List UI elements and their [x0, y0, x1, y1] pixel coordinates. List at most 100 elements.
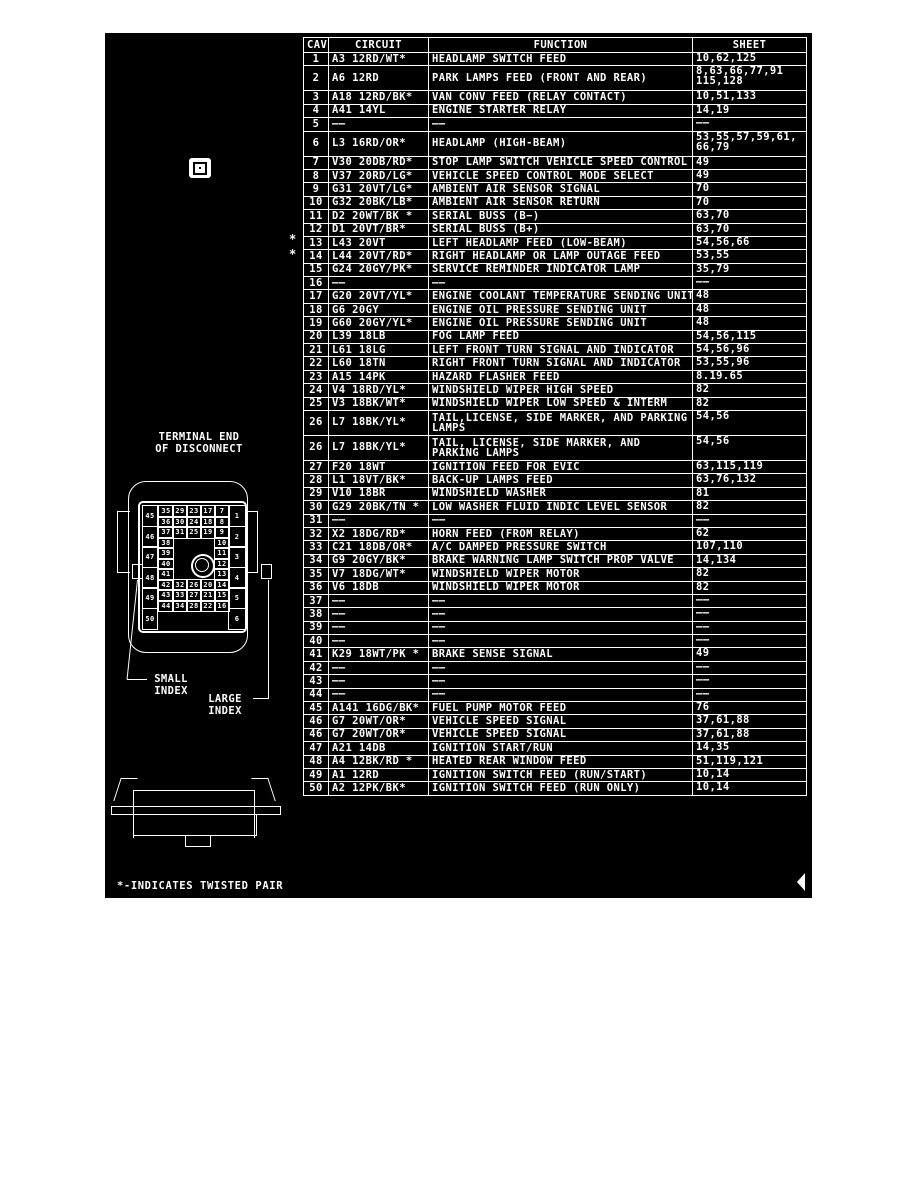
cell-cav: 44 — [303, 687, 329, 703]
cell-circuit: L3 16RD/OR* — [328, 130, 429, 157]
connector-pin: 7 — [214, 505, 230, 518]
cell-function: SERIAL BUSS (B−) — [428, 209, 693, 224]
cell-function: ENGINE COOLANT TEMPERATURE SENDING UNIT — [428, 289, 693, 304]
cell-cav: 11 — [303, 209, 329, 224]
diagram-title-line2: OF DISCONNECT — [155, 443, 243, 455]
cell-function: —— — [428, 687, 693, 703]
header-sheet: SHEET — [692, 37, 807, 53]
connector-pin: 50 — [142, 607, 158, 630]
connector-pin: 49 — [142, 587, 158, 609]
cell-sheet: 49 — [692, 647, 807, 662]
cell-sheet: —— — [692, 634, 807, 649]
cell-circuit: X2 18DG/RD* — [328, 526, 429, 542]
cell-circuit: L61 18LG — [328, 343, 429, 358]
large-index-line1: LARGE — [208, 693, 242, 705]
cell-circuit: L39 18LB — [328, 329, 429, 345]
large-index-line2: INDEX — [208, 705, 242, 717]
small-index-line1: SMALL — [154, 673, 188, 685]
connector-face — [138, 501, 247, 633]
connector-pin: 14 — [214, 578, 230, 591]
cell-sheet: —— — [692, 117, 807, 132]
large-index-key — [261, 564, 272, 579]
cell-sheet: 82 — [692, 580, 807, 595]
cell-cav: 48 — [303, 754, 329, 769]
cell-cav: 18 — [303, 302, 329, 318]
cell-circuit: —— — [328, 117, 429, 132]
cell-circuit: —— — [328, 607, 429, 622]
cell-sheet: 53,55,57,59,61, 66,79 — [692, 130, 807, 157]
connector-pin: 22 — [200, 599, 216, 612]
cell-circuit: D2 20WT/BK * — [328, 209, 429, 224]
cell-circuit: —— — [328, 620, 429, 636]
cell-cav: 25 — [303, 396, 329, 411]
table-row: 42—————— — [303, 660, 807, 676]
cell-circuit: A15 14PK — [328, 369, 429, 385]
cell-sheet: 82 — [692, 567, 807, 582]
cell-sheet: 70 — [692, 182, 807, 197]
cell-sheet: 48 — [692, 302, 807, 318]
cell-sheet: 82 — [692, 500, 807, 515]
cell-sheet: 14,19 — [692, 103, 807, 119]
cell-sheet: —— — [692, 276, 807, 291]
cell-sheet: 14,35 — [692, 741, 807, 756]
connector-side-key — [185, 835, 211, 847]
header-cav: CAV — [303, 37, 329, 53]
cell-function: TAIL, LICENSE, SIDE MARKER, AND PARKING … — [428, 434, 693, 461]
cell-circuit: G60 20GY/YL* — [328, 316, 429, 331]
connector-pin: 24 — [186, 515, 202, 528]
cell-circuit: G20 20VT/YL* — [328, 289, 429, 304]
cell-circuit: A4 12BK/RD * — [328, 754, 429, 769]
cell-cav: 8 — [303, 168, 329, 184]
cell-sheet: 62 — [692, 526, 807, 542]
cell-cav: 27 — [303, 459, 329, 475]
cell-sheet: 10,14 — [692, 767, 807, 783]
cell-cav: 21 — [303, 343, 329, 358]
cell-cav: 1 — [303, 51, 329, 67]
connector-pin: 21 — [200, 589, 216, 602]
cell-cav: 35 — [303, 567, 329, 582]
cell-function: VEHICLE SPEED SIGNAL — [428, 727, 693, 743]
cell-sheet: —— — [692, 620, 807, 636]
cell-sheet: 81 — [692, 486, 807, 502]
cell-function: A/C DAMPED PRESSURE SWITCH — [428, 540, 693, 555]
cell-cav: 6 — [303, 130, 329, 157]
connector-pin: 30 — [172, 515, 188, 528]
cell-sheet: 63,76,132 — [692, 473, 807, 488]
cell-circuit: F20 18WT — [328, 459, 429, 475]
connector-pin: 46 — [142, 525, 158, 548]
cell-circuit: V10 18BR — [328, 486, 429, 502]
cell-cav: 23 — [303, 369, 329, 385]
cell-function: ENGINE OIL PRESSURE SENDING UNIT — [428, 316, 693, 331]
connector-pin: 25 — [186, 526, 202, 539]
cell-circuit: —— — [328, 634, 429, 649]
cell-sheet: 49 — [692, 155, 807, 170]
table-row: 16—————— — [303, 276, 807, 291]
cell-sheet: 82 — [692, 396, 807, 411]
cell-circuit: V30 20DB/RD* — [328, 155, 429, 170]
connector-pin: 9 — [214, 526, 230, 539]
connector-pin: 43 — [158, 589, 174, 602]
cell-cav: 4 — [303, 103, 329, 119]
connector-pin: 47 — [142, 546, 158, 568]
cell-sheet: 63,115,119 — [692, 459, 807, 475]
connector-pin: 18 — [200, 515, 216, 528]
cell-circuit: A41 14YL — [328, 103, 429, 119]
cell-circuit: D1 20VT/BR* — [328, 222, 429, 237]
cell-function: RIGHT HEADLAMP OR LAMP OUTAGE FEED — [428, 249, 693, 264]
cell-function: IGNITION FEED FOR EVIC — [428, 459, 693, 475]
cell-circuit: G7 20WT/OR* — [328, 727, 429, 743]
table-header: CAV CIRCUIT FUNCTION SHEET — [303, 37, 807, 53]
